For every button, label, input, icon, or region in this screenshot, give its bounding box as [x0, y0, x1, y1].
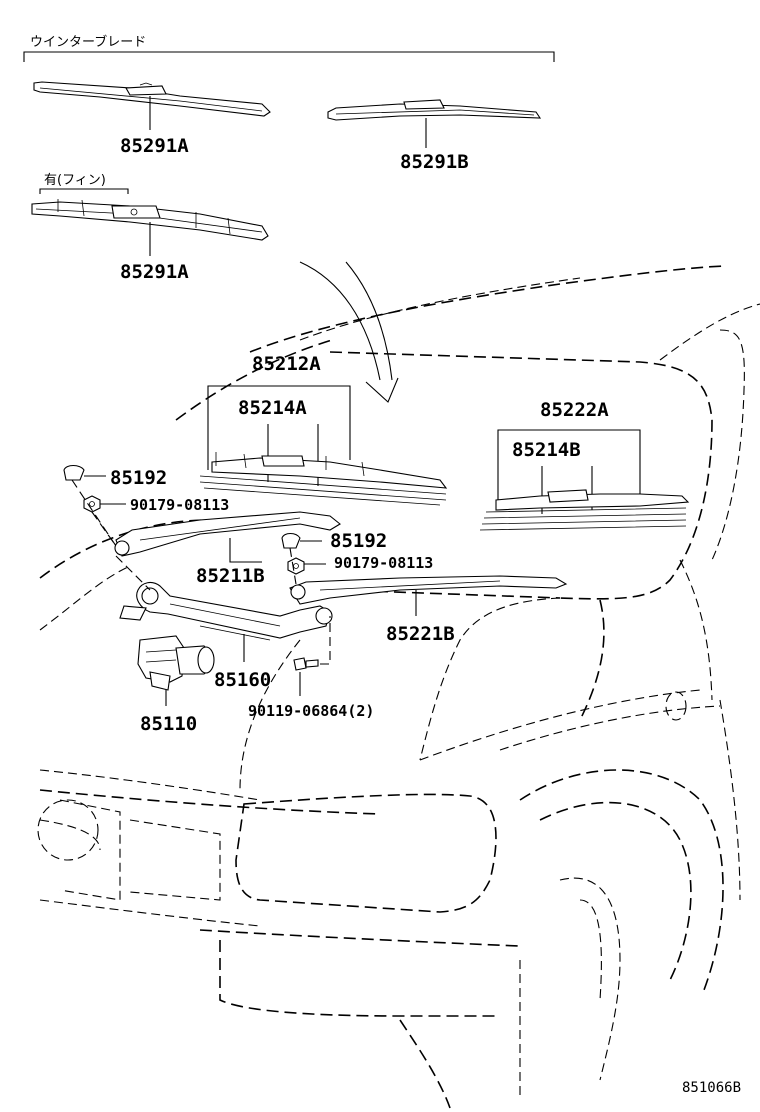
label-bolt[interactable]: 90119-06864(2) [248, 702, 374, 720]
cap-lower-icon [281, 532, 301, 549]
label-blade-rubber-lh[interactable]: 85214B [512, 439, 581, 461]
label-nut-lower[interactable]: 90179-08113 [334, 554, 433, 572]
label-arm-lh[interactable]: 85221B [386, 623, 455, 645]
label-arm-rh[interactable]: 85211B [196, 565, 265, 587]
nut-upper-icon [83, 495, 101, 513]
dashline-bolt [320, 616, 331, 665]
nut-lower-icon [287, 557, 305, 575]
wiper-arm-rh [114, 511, 341, 557]
fin-bracket [39, 188, 129, 194]
bolt-icon [293, 657, 319, 671]
label-blade-rubber-rh[interactable]: 85214A [238, 397, 307, 419]
dashline-lower [289, 547, 297, 585]
wiper-arm-lh [289, 575, 568, 605]
diagram-code: 851066B [682, 1080, 741, 1096]
label-blade-b[interactable]: 85291B [400, 151, 469, 173]
wiper-motor [137, 635, 215, 691]
dashline-arm-link [115, 555, 151, 591]
label-cap-lower[interactable]: 85192 [330, 530, 387, 552]
label-blade-a-top[interactable]: 85291A [120, 135, 189, 157]
fin-note: 有(フィン) [44, 173, 106, 188]
winter-blade-a-top [33, 81, 271, 117]
label-blade-assy-lh[interactable]: 85222A [540, 399, 609, 421]
leader-arm-rh [229, 538, 262, 563]
label-blade-a-fin[interactable]: 85291A [120, 261, 189, 283]
label-link[interactable]: 85160 [214, 669, 271, 691]
wiper-link-assy [119, 581, 333, 641]
group-bracket [23, 51, 555, 62]
label-cap-upper[interactable]: 85192 [110, 467, 167, 489]
winter-blade-b [327, 99, 542, 121]
vehicle-outline [37, 265, 760, 1109]
label-motor[interactable]: 85110 [140, 713, 197, 735]
install-arrow [299, 261, 399, 403]
wiper-blade-lh [479, 489, 690, 531]
wiper-blade-rh [199, 452, 448, 506]
winter-blade-a-fin [31, 199, 269, 241]
label-blade-assy-rh[interactable]: 85212A [252, 353, 321, 375]
label-nut-upper[interactable]: 90179-08113 [130, 496, 229, 514]
dashline-nut-upper [91, 511, 117, 547]
cap-upper-icon [63, 464, 85, 481]
bracket-blade-assy-rh [207, 385, 351, 470]
bracket-blade-assy-lh [497, 429, 641, 500]
group-title: ウインターブレード [30, 34, 146, 50]
